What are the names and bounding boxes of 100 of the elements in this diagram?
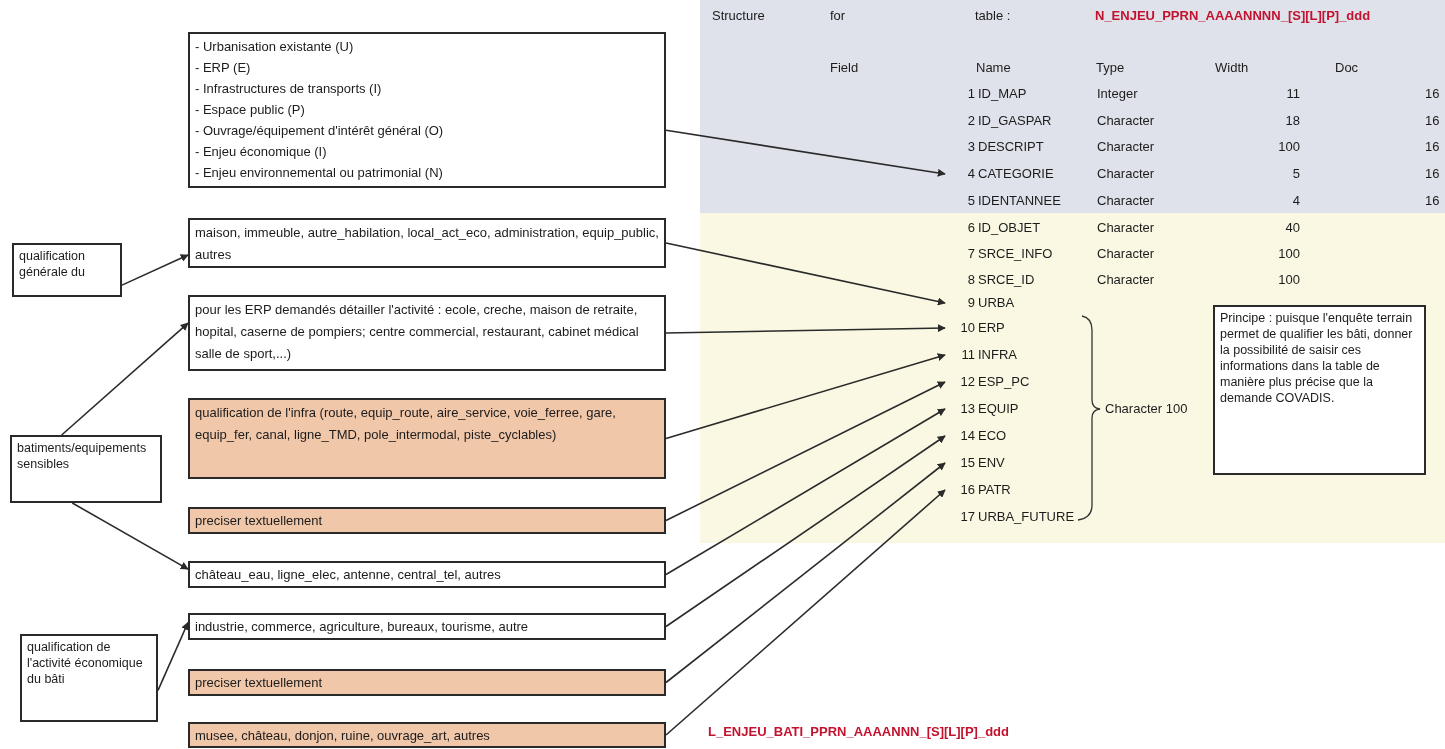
table-cell: URBA_FUTURE bbox=[978, 508, 1075, 526]
text-box bbox=[188, 561, 666, 588]
field-number: 15 bbox=[960, 454, 975, 472]
column-header: Doc bbox=[1335, 59, 1359, 77]
option-list-text: - Enjeu environnemental ou patrimonial (N) bbox=[195, 164, 444, 182]
text-box bbox=[188, 722, 666, 748]
field-type: Character bbox=[1097, 165, 1155, 183]
text-box bbox=[10, 435, 162, 503]
table-cell: 6 bbox=[967, 219, 975, 237]
field-number: 12 bbox=[960, 373, 975, 391]
arrow bbox=[665, 129, 946, 177]
table-title-text: for bbox=[830, 7, 846, 25]
table-cell: 16 bbox=[1425, 112, 1440, 130]
category-label: qualification générale du bbox=[19, 248, 87, 280]
table-cell: 16 bbox=[1425, 138, 1440, 156]
option-list-text: maison, immeuble, autre_habilation, local_act_eco, administration, equip_public, autres bbox=[195, 224, 659, 264]
option-list-text: - ERP (E) bbox=[195, 59, 252, 77]
field-name: PATR bbox=[978, 481, 1011, 499]
option-list-text: - Enjeu économique (I) bbox=[195, 143, 328, 161]
arrow bbox=[60, 322, 189, 436]
text-box bbox=[20, 634, 158, 722]
table-cell: 7 bbox=[967, 245, 975, 263]
option-list-text: qualification de l'infra (route, equip_route, aire_service, voie_ferree, gare, equip_fer, canal, ligne_TMD, pole_intermodal, piste_cyclables) bbox=[195, 404, 617, 444]
table-cell: 100 bbox=[1278, 138, 1300, 156]
field-name: ERP bbox=[978, 319, 1005, 337]
category-label: batiments/equipements sensibles bbox=[17, 440, 148, 472]
field-name: INFRA bbox=[978, 346, 1017, 364]
table-cell: 100 bbox=[1278, 245, 1300, 263]
table-cell: Character bbox=[1097, 112, 1155, 130]
table-cell: Character bbox=[1097, 219, 1155, 237]
column-header: Field bbox=[830, 59, 859, 77]
table-cell: 8 bbox=[967, 271, 975, 289]
option-list-text: - Infrastructures de transports (I) bbox=[195, 80, 383, 98]
field-name: ESP_PC bbox=[978, 373, 1030, 391]
field-name: CATEGORIE bbox=[978, 165, 1054, 183]
table-cell: Character bbox=[1097, 271, 1155, 289]
option-list-text: preciser textuellement bbox=[195, 674, 324, 692]
table-cell: 1 bbox=[967, 85, 975, 103]
table-name: N_ENJEU_PPRN_AAAANNNN_[S][L][P]_ddd bbox=[1095, 7, 1371, 25]
arrow bbox=[121, 254, 189, 286]
option-list-text: - Urbanisation existante (U) bbox=[195, 38, 355, 56]
table-cell: 11 bbox=[1286, 85, 1300, 103]
text-box bbox=[188, 669, 666, 696]
field-number: 14 bbox=[960, 427, 975, 445]
table-cell: 16 bbox=[1425, 192, 1440, 210]
table-cell: IDENTANNEE bbox=[978, 192, 1061, 210]
table-cell: Character bbox=[1097, 138, 1155, 156]
note-text: Principe : puisque l'enquête terrain permet de qualifier les bâti, donner la possibilité de saisir ces informations dans la table de manière plus précise que la demande COVADIS. bbox=[1220, 310, 1414, 406]
field-name: URBA bbox=[978, 294, 1015, 312]
table-title-text: table : bbox=[975, 7, 1011, 25]
category-label: qualification de l'activité économique du bâti bbox=[27, 639, 144, 687]
arrow bbox=[665, 381, 946, 522]
table-title-text: Structure bbox=[712, 7, 765, 25]
option-list-text: - Ouvrage/équipement d'intérêt général (O) bbox=[195, 122, 445, 140]
table-cell: SRCE_INFO bbox=[978, 245, 1053, 263]
column-header: Type bbox=[1096, 59, 1125, 77]
text-box bbox=[188, 32, 666, 188]
note-box bbox=[1213, 305, 1426, 475]
table-cell: ID_OBJET bbox=[978, 219, 1041, 237]
field-number: 16 bbox=[960, 481, 975, 499]
table-cell: DESCRIPT bbox=[978, 138, 1044, 156]
arrow bbox=[665, 408, 946, 576]
text-box bbox=[188, 398, 666, 479]
column-header: Name bbox=[976, 59, 1011, 77]
brace-label: Character 100 bbox=[1105, 400, 1188, 418]
field-width: 5 bbox=[1292, 165, 1300, 183]
table-cell: Character bbox=[1097, 245, 1155, 263]
table-cell: Character bbox=[1097, 192, 1155, 210]
option-list-text: pour les ERP demandés détailler l'activité : ecole, creche, maison de retraite, hopital, caserne de pompiers; centre commercial, restaurant, cabinet médical salle de sport,...) bbox=[195, 301, 640, 363]
table-cell: 4 bbox=[1292, 192, 1300, 210]
option-list-text: - Espace public (P) bbox=[195, 101, 306, 119]
table-cell: 2 bbox=[967, 112, 975, 130]
table-cell: Integer bbox=[1097, 85, 1138, 103]
column-header: Width bbox=[1215, 59, 1249, 77]
text-box bbox=[188, 613, 666, 640]
option-list-text: preciser textuellement bbox=[195, 512, 324, 530]
arrow bbox=[665, 324, 946, 334]
text-box bbox=[188, 218, 666, 268]
option-list-text: industrie, commerce, agriculture, bureaux, tourisme, autre bbox=[195, 618, 530, 636]
field-number: 10 bbox=[960, 319, 975, 337]
table-cell: ID_GASPAR bbox=[978, 112, 1052, 130]
field-number: 4 bbox=[967, 165, 975, 183]
table-cell: 3 bbox=[967, 138, 975, 156]
table-cell: 18 bbox=[1285, 112, 1300, 130]
arrow bbox=[665, 435, 946, 628]
table-cell: 17 bbox=[960, 508, 975, 526]
table-name: L_ENJEU_BATI_PPRN_AAAANNN_[S][L][P]_ddd bbox=[708, 723, 1009, 741]
option-list-text: château_eau, ligne_elec, antenne, central_tel, autres bbox=[195, 566, 502, 584]
table-cell: 40 bbox=[1285, 219, 1300, 237]
field-number: 9 bbox=[967, 294, 975, 312]
field-number: 11 bbox=[961, 346, 975, 364]
table-cell: ID_MAP bbox=[978, 85, 1027, 103]
text-box bbox=[188, 507, 666, 534]
field-doc: 16 bbox=[1425, 165, 1440, 183]
table-cell: SRCE_ID bbox=[978, 271, 1035, 289]
arrow bbox=[665, 489, 946, 736]
arrow bbox=[665, 242, 946, 306]
arrow bbox=[665, 353, 946, 440]
field-number: 13 bbox=[960, 400, 975, 418]
table-cell: 5 bbox=[967, 192, 975, 210]
